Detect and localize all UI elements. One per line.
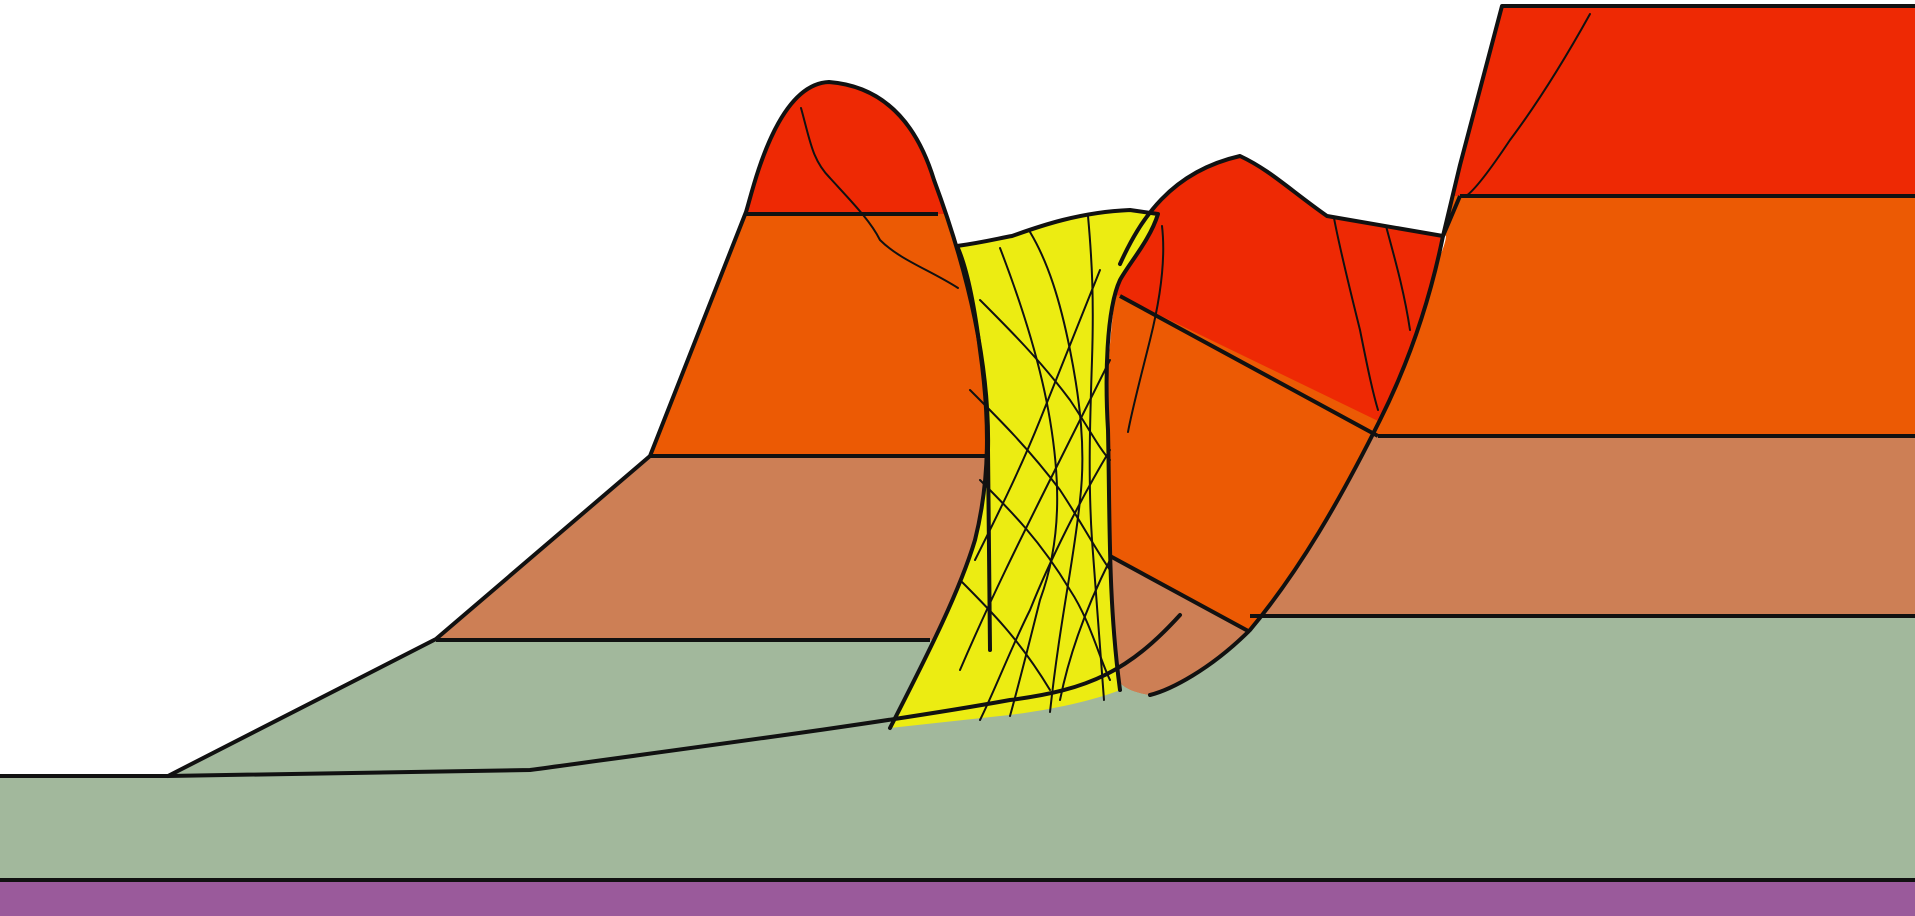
basement-layer <box>0 879 1915 916</box>
